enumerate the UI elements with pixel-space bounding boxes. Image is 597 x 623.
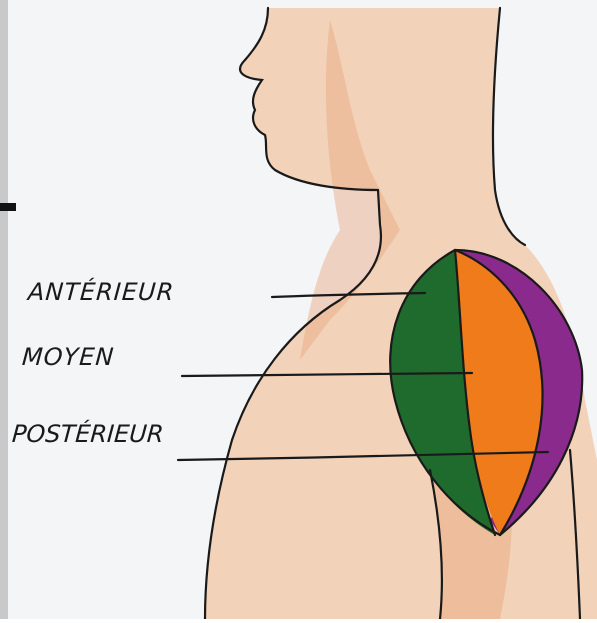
- page-tick-mark: [0, 203, 16, 211]
- label-anterior: ANTÉRIEUR: [27, 278, 175, 306]
- paper-edge: [0, 0, 8, 619]
- label-middle: MOYEN: [21, 343, 115, 371]
- label-posterior: POSTÉRIEUR: [11, 420, 165, 448]
